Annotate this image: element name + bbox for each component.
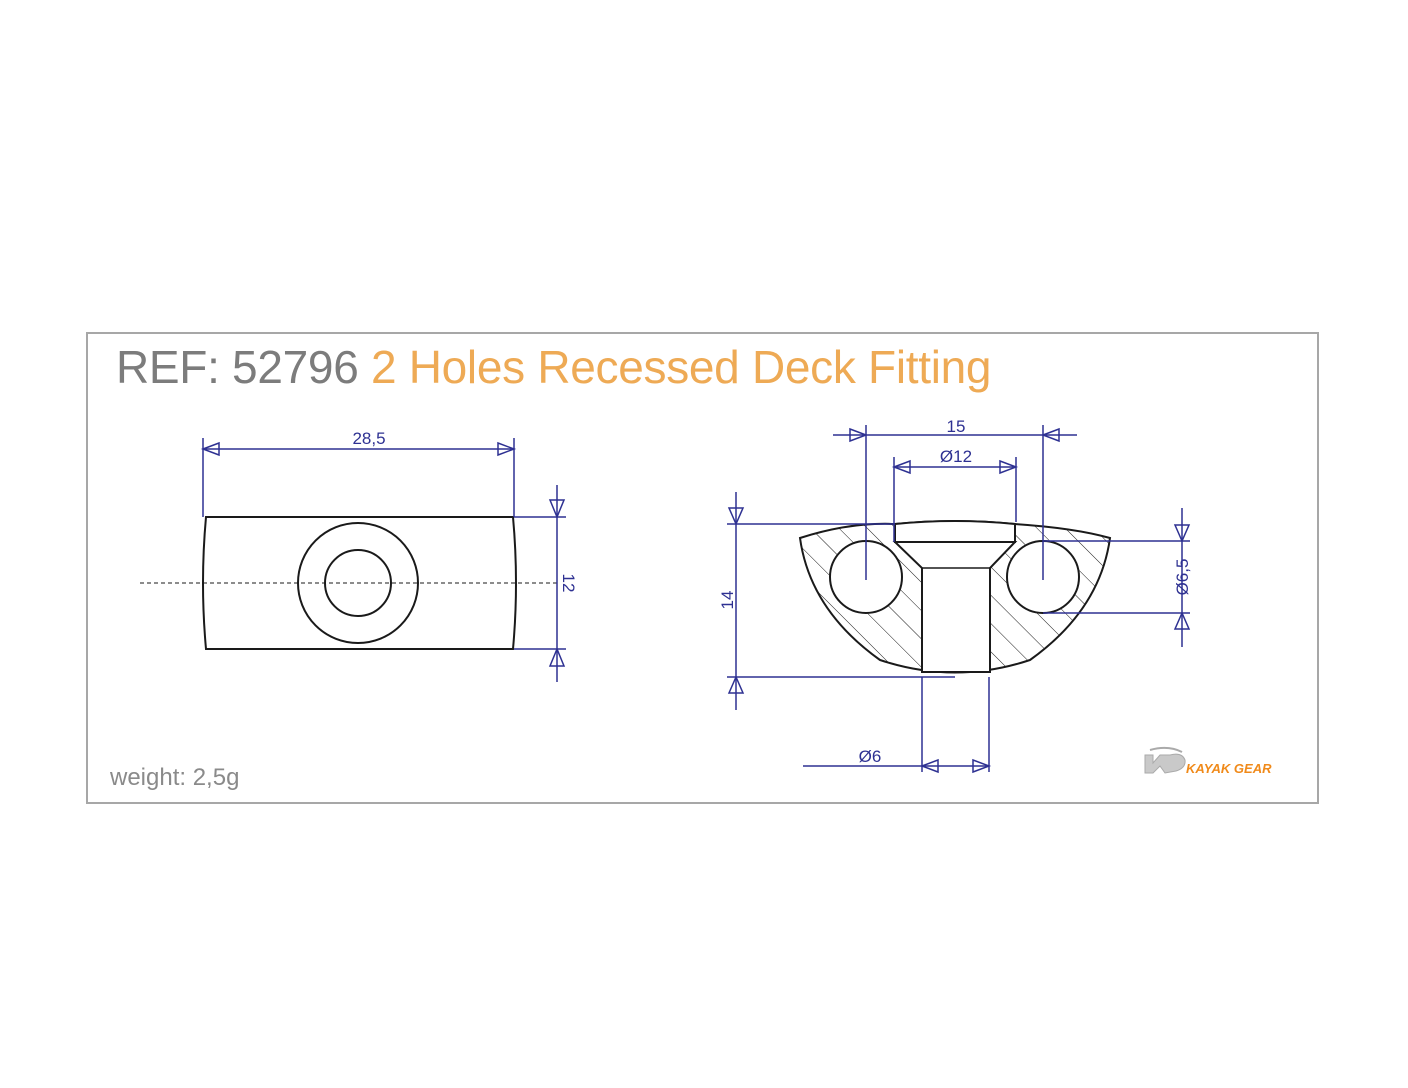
dimension-height-side-label: 12 (559, 574, 578, 593)
dimension-hole-spacing-label: 15 (947, 417, 966, 436)
section-view-recess (894, 520, 1016, 543)
dimension-height-front (727, 492, 955, 710)
dimension-hole-spacing (833, 425, 1077, 580)
dimension-length (200, 438, 517, 517)
dimension-hole-diameter-label: Ø6,5 (1173, 559, 1192, 596)
dimension-height-side (514, 485, 566, 682)
dimension-center-hole-diameter (803, 677, 992, 774)
dimension-hole-diameter (1043, 508, 1191, 647)
drawing-frame (86, 332, 1319, 804)
product-name: 2 Holes Recessed Deck Fitting (370, 341, 992, 393)
side-view (140, 516, 560, 650)
weight-label: weight: 2,5g (110, 764, 240, 791)
dimension-recess-diameter-label: Ø12 (940, 447, 972, 466)
dimension-center-hole-diameter-label: Ø6 (859, 747, 882, 766)
dimension-length-label: 28,5 (352, 429, 385, 448)
dimension-recess-diameter (891, 457, 1019, 542)
side-view-body (202, 516, 517, 650)
kayak-gear-logo: KAYAK GEAR (1144, 746, 1272, 776)
page-title: REF: 52796 2 Holes Recessed Deck Fitting (116, 340, 992, 394)
kayak-gear-logo-mark (1144, 753, 1186, 774)
reference-number: REF: 52796 (116, 341, 359, 393)
section-view (798, 520, 1112, 674)
kayak-gear-logo-text: KAYAK GEAR (1186, 761, 1272, 776)
dimension-height-front-label: 14 (718, 591, 737, 610)
